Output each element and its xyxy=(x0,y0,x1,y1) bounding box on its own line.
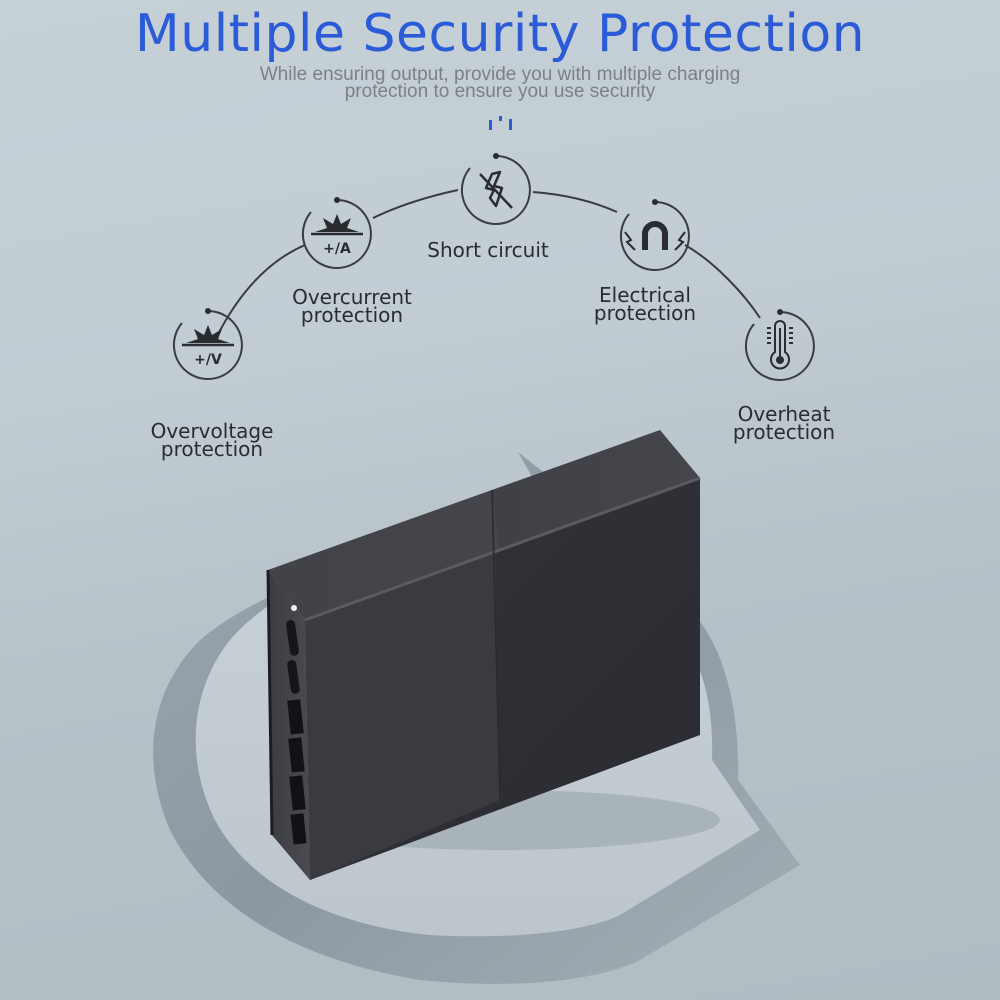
thermometer-icon xyxy=(744,309,815,381)
svg-text:+/V: +/V xyxy=(194,352,222,368)
overvoltage-icon: +/V xyxy=(172,308,243,380)
short-circuit-label: Short circuit xyxy=(427,238,549,262)
subtitle-line-1: While ensuring output, provide you with … xyxy=(259,64,741,85)
subtitle: While ensuring output, provide you with … xyxy=(0,64,1000,102)
magnet-icon xyxy=(619,199,690,271)
overheat-label: Overheat protection xyxy=(732,402,836,444)
short-circuit-icon xyxy=(460,153,531,225)
svg-text:+/A: +/A xyxy=(323,241,351,257)
overcurrent-label: Overcurrent protection xyxy=(292,285,412,327)
electrical-label: Electrical protection xyxy=(593,283,697,325)
overvoltage-label: Overvoltage protection xyxy=(150,419,274,461)
subtitle-line-2: protection to ensure you use security xyxy=(344,81,656,102)
accent-mark-icon xyxy=(487,116,517,130)
page-title: Multiple Security Protection xyxy=(134,4,866,64)
overcurrent-icon: +/A xyxy=(301,197,372,269)
